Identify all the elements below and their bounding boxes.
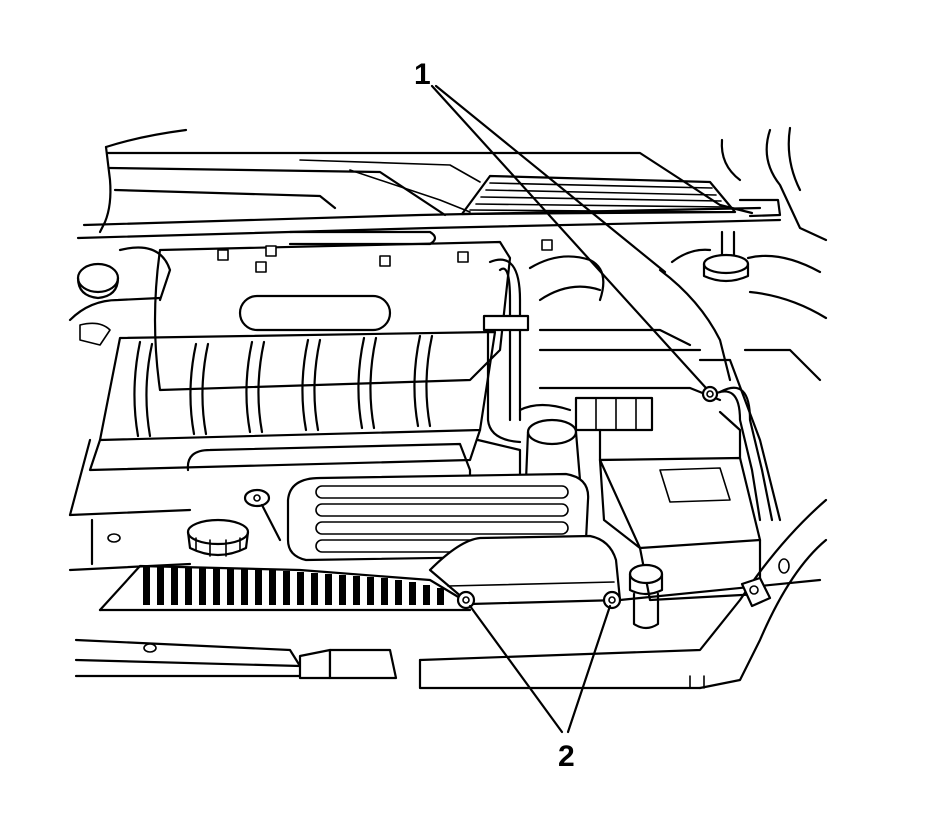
- bracket-bolt-right: [602, 590, 622, 610]
- leader-lines-1: [430, 84, 708, 390]
- bracket-bolt-left: [456, 590, 476, 610]
- battery-housing: [598, 348, 822, 602]
- leader-lines-2: [468, 604, 612, 734]
- engine-upper-cover: [153, 230, 553, 392]
- reservoir-cap: [628, 563, 664, 630]
- intake-runners: [88, 330, 497, 472]
- strut-mount-left: [68, 246, 172, 346]
- radiator-support: [74, 638, 705, 690]
- callout-2-label: 2: [558, 740, 575, 773]
- relay-block: [574, 396, 742, 462]
- cowl-grille: [460, 174, 782, 218]
- front-right-structure: [418, 498, 828, 690]
- air-inlet-duct: [476, 403, 582, 482]
- strut-mount-right: [658, 126, 828, 382]
- ground-bolt-upper: [701, 385, 719, 403]
- cowl-panel: [76, 128, 782, 240]
- dipstick-handle: [243, 488, 282, 542]
- ribbed-component: [98, 564, 472, 612]
- lower-bracket: [428, 534, 622, 606]
- callout-1-label: 1: [414, 58, 431, 91]
- oil-filler-cap: [186, 518, 250, 557]
- ribs: [143, 566, 444, 605]
- left-side-rail: [68, 438, 192, 572]
